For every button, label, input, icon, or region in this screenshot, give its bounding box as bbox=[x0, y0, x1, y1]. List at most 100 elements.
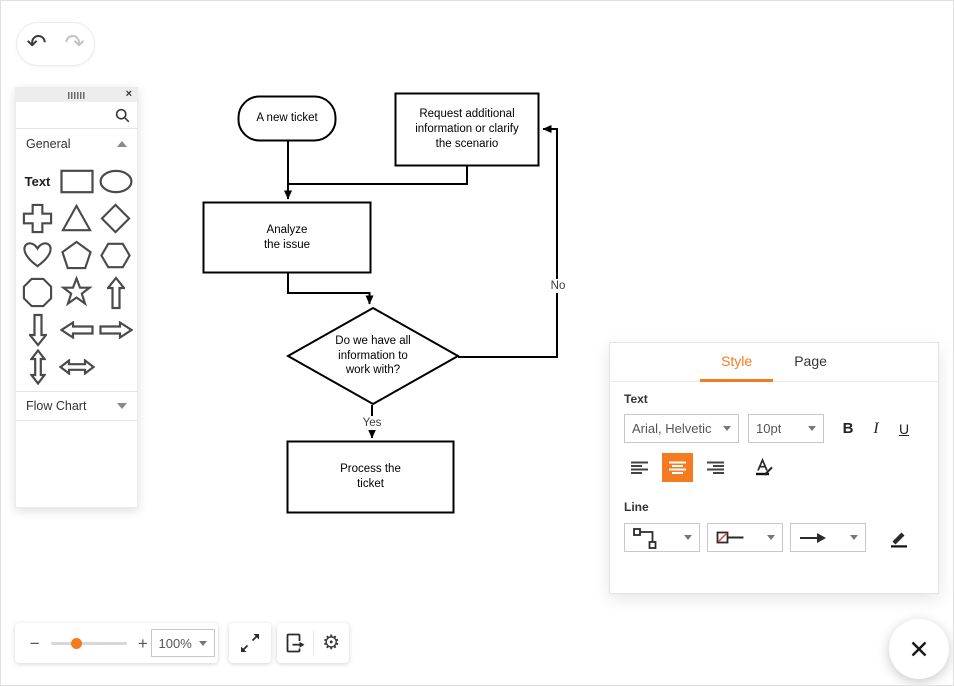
section-label: Flow Chart bbox=[26, 399, 87, 413]
font-size-value: 10pt bbox=[756, 421, 782, 436]
align-right-icon bbox=[707, 461, 724, 474]
node-process-ticket[interactable] bbox=[286, 440, 455, 514]
target-decorator-select[interactable] bbox=[790, 523, 866, 552]
shape-arrow-up-down[interactable] bbox=[19, 348, 57, 385]
chevron-down-icon bbox=[723, 426, 731, 431]
chevron-down-icon bbox=[767, 535, 775, 540]
node-analyze-issue[interactable] bbox=[202, 201, 372, 274]
palette-drag-handle[interactable]: × bbox=[16, 88, 137, 102]
shape-hexagon[interactable] bbox=[97, 237, 135, 274]
connector-type-icon bbox=[633, 527, 657, 549]
shape-star[interactable] bbox=[58, 274, 96, 311]
bold-icon: B bbox=[842, 420, 854, 437]
gear-icon: ⚙ bbox=[322, 632, 341, 654]
shape-rectangle[interactable] bbox=[58, 163, 96, 200]
divider bbox=[312, 631, 314, 655]
shape-arrow-down[interactable] bbox=[19, 311, 57, 348]
settings-button[interactable]: ⚙ bbox=[314, 623, 350, 663]
history-toolbar: ↶ ↷ bbox=[16, 22, 95, 66]
line-color-button[interactable] bbox=[885, 524, 913, 552]
redo-button[interactable]: ↷ bbox=[60, 29, 90, 59]
shape-ellipse[interactable] bbox=[97, 163, 135, 200]
shape-heart[interactable] bbox=[19, 237, 57, 274]
minus-icon: − bbox=[29, 633, 40, 653]
properties-tabs: Style Page bbox=[610, 343, 938, 382]
italic-button[interactable]: I bbox=[862, 415, 890, 443]
fit-to-page-button[interactable] bbox=[229, 623, 271, 663]
text-section-label: Text bbox=[624, 392, 648, 406]
source-decorator-select[interactable] bbox=[707, 523, 783, 552]
chevron-down-icon bbox=[199, 640, 207, 646]
font-color-button[interactable] bbox=[750, 454, 778, 482]
zoom-slider[interactable] bbox=[50, 636, 128, 650]
connector-decision-no[interactable] bbox=[458, 125, 558, 358]
undo-icon: ↶ bbox=[26, 30, 47, 57]
shape-arrow-left-right[interactable] bbox=[58, 348, 96, 385]
shape-arrow-left[interactable] bbox=[58, 311, 96, 348]
properties-body: Text Arial, Helvetic 10pt B I U bbox=[610, 382, 938, 552]
target-decorator-icon bbox=[800, 532, 826, 543]
font-row: Arial, Helvetic 10pt B I U bbox=[624, 414, 924, 443]
chevron-down-icon bbox=[808, 426, 816, 431]
connector-request-to-analyze[interactable] bbox=[289, 165, 468, 185]
plus-icon: + bbox=[137, 633, 148, 653]
tab-style[interactable]: Style bbox=[700, 343, 774, 382]
shape-search-input[interactable] bbox=[23, 107, 115, 123]
slider-track bbox=[50, 642, 128, 645]
pencil-icon bbox=[891, 532, 907, 547]
expand-icon bbox=[241, 634, 259, 652]
node-new-ticket[interactable] bbox=[237, 95, 337, 142]
align-center-icon bbox=[669, 461, 686, 474]
shape-arrow-up[interactable] bbox=[97, 274, 135, 311]
shape-diamond[interactable] bbox=[97, 200, 135, 237]
connector-analyze-to-decision[interactable] bbox=[287, 272, 374, 305]
line-row bbox=[624, 523, 924, 552]
undo-button[interactable]: ↶ bbox=[22, 29, 52, 59]
font-family-value: Arial, Helvetic bbox=[632, 421, 712, 436]
palette-section-flow-chart[interactable]: Flow Chart bbox=[16, 391, 137, 421]
canvas-tools-card: ⚙ bbox=[277, 623, 349, 663]
font-size-select[interactable]: 10pt bbox=[748, 414, 824, 443]
zoom-level-select[interactable]: 100% bbox=[150, 629, 215, 657]
redo-icon: ↷ bbox=[64, 30, 85, 57]
palette-section-general[interactable]: General bbox=[16, 129, 137, 159]
zoom-toolbar: − + 100% bbox=[15, 623, 218, 663]
properties-panel: Style Page Text Arial, Helvetic 10pt B I bbox=[609, 342, 939, 594]
node-request-additional[interactable] bbox=[394, 92, 540, 167]
search-icon bbox=[115, 108, 130, 122]
chevron-down-icon bbox=[684, 535, 692, 540]
zoom-out-button[interactable]: − bbox=[27, 635, 43, 652]
slider-thumb[interactable] bbox=[71, 637, 83, 649]
connector-type-select[interactable] bbox=[624, 523, 700, 552]
zoom-in-button[interactable]: + bbox=[135, 635, 151, 652]
shape-pentagon[interactable] bbox=[58, 237, 96, 274]
underline-icon: U bbox=[898, 420, 910, 437]
shape-text[interactable]: Text bbox=[24, 174, 51, 189]
section-label: General bbox=[26, 137, 71, 151]
export-button[interactable] bbox=[277, 623, 313, 663]
align-center-button[interactable] bbox=[662, 453, 693, 482]
align-right-button[interactable] bbox=[700, 453, 731, 482]
shape-plus[interactable] bbox=[19, 200, 57, 237]
node-decision[interactable] bbox=[285, 306, 461, 406]
bold-button[interactable]: B bbox=[834, 415, 862, 443]
shape-arrow-right[interactable] bbox=[97, 311, 135, 348]
zoom-level-value: 100% bbox=[158, 635, 192, 651]
font-family-select[interactable]: Arial, Helvetic bbox=[624, 414, 739, 443]
shape-octagon[interactable] bbox=[19, 274, 57, 311]
underline-button[interactable]: U bbox=[890, 415, 918, 443]
chevron-up-icon bbox=[117, 141, 127, 147]
palette-close-button[interactable]: × bbox=[125, 88, 132, 100]
shape-grid-spacer bbox=[97, 348, 135, 385]
italic-icon: I bbox=[873, 419, 879, 437]
align-left-button[interactable] bbox=[624, 453, 655, 482]
close-demo-button[interactable] bbox=[889, 619, 949, 679]
shape-grid: Text bbox=[16, 159, 137, 391]
source-decorator-icon bbox=[716, 531, 744, 543]
tab-page[interactable]: Page bbox=[794, 353, 827, 369]
shape-triangle[interactable] bbox=[58, 200, 96, 237]
alignment-row bbox=[624, 453, 924, 482]
palette-search-box bbox=[16, 102, 137, 129]
